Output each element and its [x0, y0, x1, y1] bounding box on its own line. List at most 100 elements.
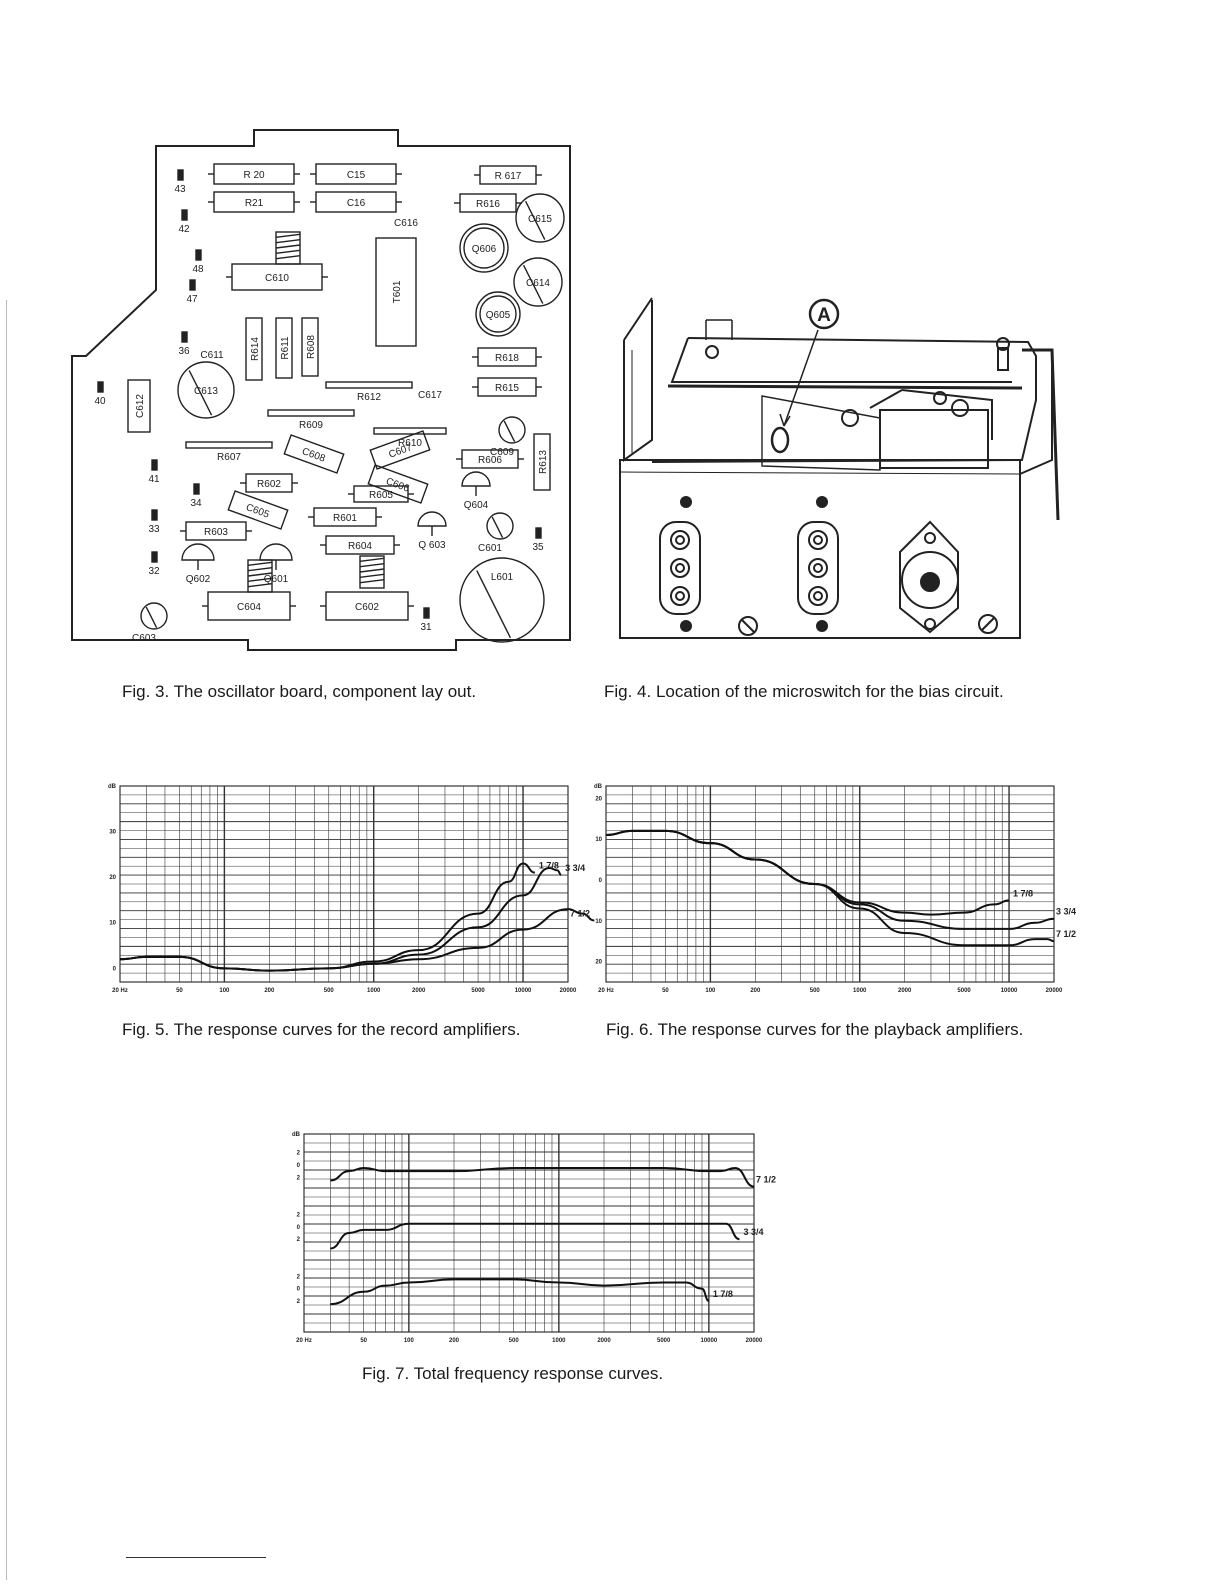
x-tick-label: 100: [404, 1338, 415, 1344]
board-label: Q606: [472, 244, 497, 255]
terminal-label: 41: [148, 474, 160, 485]
terminal-pad: [181, 331, 188, 343]
y-tick-label: 0: [297, 1163, 301, 1169]
board-part-l601: [459, 557, 545, 643]
y-tick-label: 2: [297, 1175, 301, 1181]
y-tick-label: 2: [297, 1299, 301, 1305]
x-tick-label: 5000: [657, 1338, 671, 1344]
terminal-pad: [151, 509, 158, 521]
terminal-pad: [535, 527, 542, 539]
series-label: 3 3/4: [1056, 907, 1076, 917]
series-label: 7 1/2: [756, 1175, 776, 1185]
terminal-label: 47: [186, 294, 198, 305]
board-part-c605: [227, 490, 289, 530]
x-tick-label: 200: [264, 988, 275, 994]
board-part-c601: [486, 512, 514, 540]
board-part-c615: [515, 193, 565, 243]
board-label: R609: [299, 420, 323, 431]
board-label: R603: [204, 527, 228, 538]
terminal-label: 48: [192, 264, 204, 275]
board-label: C610: [265, 273, 289, 284]
board-label: R611: [280, 336, 291, 360]
board-label: R21: [245, 198, 264, 209]
y-tick-label: 20: [595, 960, 602, 966]
board-label: C612: [135, 394, 146, 418]
y-tick-label: 30: [109, 830, 116, 836]
fig3-caption: Fig. 3. The oscillator board, component …: [122, 682, 477, 701]
y-axis-label: dB: [292, 1132, 301, 1138]
terminal-pad: [151, 551, 158, 563]
board-label: C617: [418, 390, 442, 401]
series-label: 3 3/4: [743, 1227, 763, 1237]
board-part-r610: [373, 427, 447, 435]
board-part-r612: [325, 381, 413, 389]
board-label: R612: [357, 392, 381, 403]
board-part-r607: [185, 441, 273, 449]
terminal-label: 42: [178, 224, 190, 235]
x-tick-label: 5000: [957, 988, 971, 994]
x-tick-label: 50: [662, 988, 669, 994]
board-part-r609: [267, 409, 355, 417]
board-label: R605: [369, 490, 393, 501]
y-tick-label: 0: [113, 966, 117, 972]
board-part-r614: [245, 317, 263, 381]
x-tick-label: 50: [360, 1338, 367, 1344]
x-tick-label: 10000: [1001, 988, 1018, 994]
board-label: R604: [348, 541, 372, 552]
x-tick-label: 2000: [412, 988, 426, 994]
board-label: R 20: [243, 170, 265, 181]
board-label: R613: [538, 450, 549, 474]
terminal-pad: [151, 459, 158, 471]
y-tick-label: 2: [297, 1212, 301, 1218]
board-label: T601: [392, 280, 403, 303]
board-label: Q 603: [418, 540, 446, 551]
board-label: C608: [300, 446, 327, 465]
board-part-t601: [375, 237, 417, 347]
y-tick-label: 0: [297, 1287, 301, 1293]
board-label: C614: [526, 278, 550, 289]
y-axis-label: dB: [108, 784, 117, 790]
terminal-pad: [189, 279, 196, 291]
board-part-c612: [127, 379, 151, 433]
board-label: Q602: [186, 574, 211, 585]
y-tick-label: 10: [595, 837, 602, 843]
board-label: Q601: [264, 574, 289, 585]
y-tick-label: 2: [297, 1237, 301, 1243]
terminal-label: 40: [94, 396, 106, 407]
board-label: C16: [347, 198, 366, 209]
chart-grid: [303, 1133, 755, 1333]
board-label: R615: [495, 383, 519, 394]
terminal-label: 35: [532, 542, 544, 553]
board-part-r613: [533, 433, 551, 491]
fig5-caption: Fig. 5. The response curves for the reco…: [122, 1020, 521, 1039]
board-label: R602: [257, 479, 281, 490]
board-label: C602: [355, 602, 379, 613]
x-tick-label: 100: [705, 988, 716, 994]
terminal-pad: [195, 249, 202, 261]
board-label: R610: [398, 438, 422, 449]
terminal-pad: [181, 209, 188, 221]
board-label: C15: [347, 170, 366, 181]
x-tick-label: 1000: [853, 988, 867, 994]
board-part-c614: [513, 257, 563, 307]
y-axis-label: dB: [594, 784, 603, 790]
terminal-label: 32: [148, 566, 160, 577]
terminal-label: 31: [420, 622, 432, 633]
board-part-c608: [283, 434, 345, 474]
board-label: C615: [528, 214, 552, 225]
terminal-label: 43: [174, 184, 186, 195]
board-label: R601: [333, 513, 357, 524]
fig4-microswitch-drawing: A: [612, 290, 1067, 650]
board-part-r611: [275, 317, 293, 379]
board-label: L601: [491, 572, 514, 583]
fig7-caption: Fig. 7. Total frequency response curves.: [362, 1364, 664, 1383]
series-line-1: [330, 1222, 740, 1250]
board-part-c603: [140, 602, 168, 630]
series-label: 1 7/8: [713, 1289, 733, 1299]
board-label: C601: [478, 543, 502, 554]
series-line-0: [119, 862, 536, 972]
x-tick-label: 500: [810, 988, 821, 994]
y-tick-label: 10: [109, 921, 116, 927]
